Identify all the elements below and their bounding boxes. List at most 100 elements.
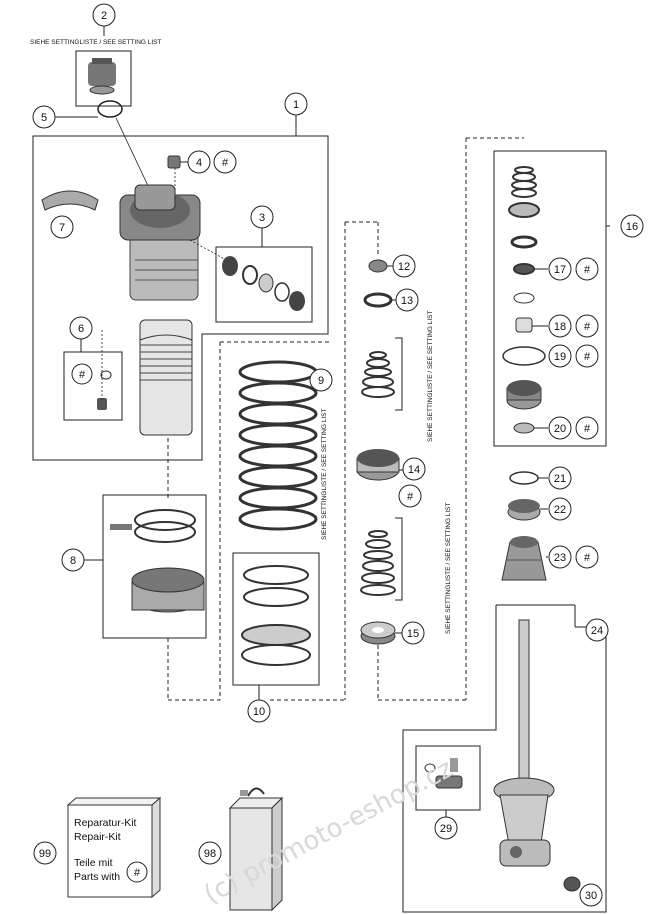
svg-text:#: # — [584, 351, 591, 363]
hash-badge-23: # — [575, 545, 599, 569]
spring-seat-part-10 — [241, 565, 311, 666]
svg-text:#: # — [222, 157, 229, 169]
svg-text:30: 30 — [585, 890, 597, 902]
shock-body — [119, 184, 201, 301]
svg-text:4: 4 — [196, 157, 202, 169]
repair-kit-line3: Teile mit — [74, 857, 113, 869]
repair-kit-line1: Reparatur-Kit — [74, 817, 137, 829]
part-8-frame — [102, 494, 207, 639]
svg-text:#: # — [79, 369, 86, 381]
part-3-frame — [215, 246, 313, 323]
shim-stack-upper — [361, 351, 395, 398]
callout-22[interactable]: 22 — [548, 497, 572, 521]
callout-20[interactable]: 20 — [548, 416, 572, 440]
adjuster-part-2 — [88, 58, 116, 95]
svg-text:#: # — [584, 321, 591, 333]
svg-text:10: 10 — [253, 706, 265, 718]
hash-badge-19: # — [575, 344, 599, 368]
svg-text:2: 2 — [101, 10, 107, 22]
circlip-part-21 — [509, 471, 539, 485]
svg-text:#: # — [584, 264, 591, 276]
callout-29[interactable]: 29 — [434, 816, 458, 840]
svg-text:24: 24 — [591, 625, 603, 637]
screw-part-6 — [97, 398, 107, 410]
clip-part-7 — [41, 190, 99, 211]
callout-8[interactable]: 8 — [61, 548, 85, 572]
seal-part-22 — [507, 499, 541, 521]
washer-part-16c — [513, 292, 535, 304]
callout-6[interactable]: 6 — [69, 316, 93, 340]
repair-kit-line2: Repair-Kit — [74, 831, 121, 843]
svg-text:14: 14 — [408, 464, 420, 476]
hash-badge-20: # — [575, 416, 599, 440]
svg-text:9: 9 — [318, 375, 324, 387]
svg-text:23: 23 — [554, 552, 566, 564]
hash-badge-4: # — [213, 150, 237, 174]
svg-text:3: 3 — [259, 212, 265, 224]
callout-3[interactable]: 3 — [250, 205, 274, 229]
hash-badge-18: # — [575, 314, 599, 338]
svg-text:12: 12 — [398, 261, 410, 273]
callout-2[interactable]: 2 — [92, 3, 116, 27]
callout-4[interactable]: 4 — [187, 150, 211, 174]
svg-text:21: 21 — [554, 473, 566, 485]
svg-text:#: # — [407, 491, 414, 503]
callout-99[interactable]: 99 — [33, 841, 57, 865]
valve-part-29 — [424, 758, 463, 789]
callout-98[interactable]: 98 — [198, 841, 222, 865]
bushing-set-part-3 — [222, 256, 305, 311]
hash-badge-14: # — [398, 484, 422, 508]
seal-part-6 — [100, 370, 112, 380]
part-2-frame — [75, 50, 132, 107]
svg-text:98: 98 — [204, 848, 216, 860]
setting-caption-vertical-9: SIEHE SETTINGLISTE / SEE SETTING LIST — [321, 408, 328, 540]
callout-17[interactable]: 17 — [548, 257, 572, 281]
svg-text:1: 1 — [293, 99, 299, 111]
svg-text:8: 8 — [70, 555, 76, 567]
svg-text:13: 13 — [401, 295, 413, 307]
callout-15[interactable]: 15 — [401, 621, 425, 645]
callout-21[interactable]: 21 — [548, 466, 572, 490]
callout-7[interactable]: 7 — [50, 215, 74, 239]
shim-stack-lower — [360, 530, 396, 596]
svg-text:7: 7 — [59, 222, 65, 234]
callout-23[interactable]: 23 — [548, 545, 572, 569]
callout-30[interactable]: 30 — [579, 883, 603, 907]
valve-part-4 — [167, 155, 181, 169]
repair-kit-line4: Parts with — [74, 871, 120, 883]
callout-13[interactable]: 13 — [395, 288, 419, 312]
washer-part-15 — [360, 621, 396, 645]
svg-text:29: 29 — [440, 823, 452, 835]
callout-10[interactable]: 10 — [247, 699, 271, 723]
svg-text:16: 16 — [626, 221, 638, 233]
piston-part-14 — [356, 449, 400, 481]
callout-18[interactable]: 18 — [548, 314, 572, 338]
part-10-frame — [232, 552, 320, 686]
repair-kit-box: Reparatur-Kit Repair-Kit Teile mit Parts… — [66, 796, 162, 899]
bushing-part-30 — [563, 876, 581, 892]
o-ring-part-19 — [502, 346, 546, 366]
bladder-cylinder — [139, 319, 193, 436]
bushing-part-18 — [515, 317, 533, 333]
callout-12[interactable]: 12 — [392, 254, 416, 278]
callout-24[interactable]: 24 — [585, 618, 609, 642]
hash-badge-17: # — [575, 257, 599, 281]
shaft-part-24 — [493, 619, 555, 867]
o-ring-part-5 — [97, 100, 123, 118]
repair-kit-hash: # — [134, 867, 141, 879]
svg-text:5: 5 — [41, 112, 47, 124]
svg-text:6: 6 — [78, 323, 84, 335]
svg-text:18: 18 — [554, 321, 566, 333]
callout-16[interactable]: 16 — [620, 214, 644, 238]
callout-5[interactable]: 5 — [32, 105, 56, 129]
callout-19[interactable]: 19 — [548, 344, 572, 368]
svg-text:20: 20 — [554, 423, 566, 435]
callout-14[interactable]: 14 — [402, 457, 426, 481]
svg-text:#: # — [584, 423, 591, 435]
svg-text:19: 19 — [554, 351, 566, 363]
callout-1[interactable]: 1 — [284, 92, 308, 116]
bump-stop-part-23 — [501, 536, 547, 581]
callout-9[interactable]: 9 — [309, 368, 333, 392]
washer-part-13 — [363, 292, 393, 308]
svg-text:#: # — [584, 552, 591, 564]
